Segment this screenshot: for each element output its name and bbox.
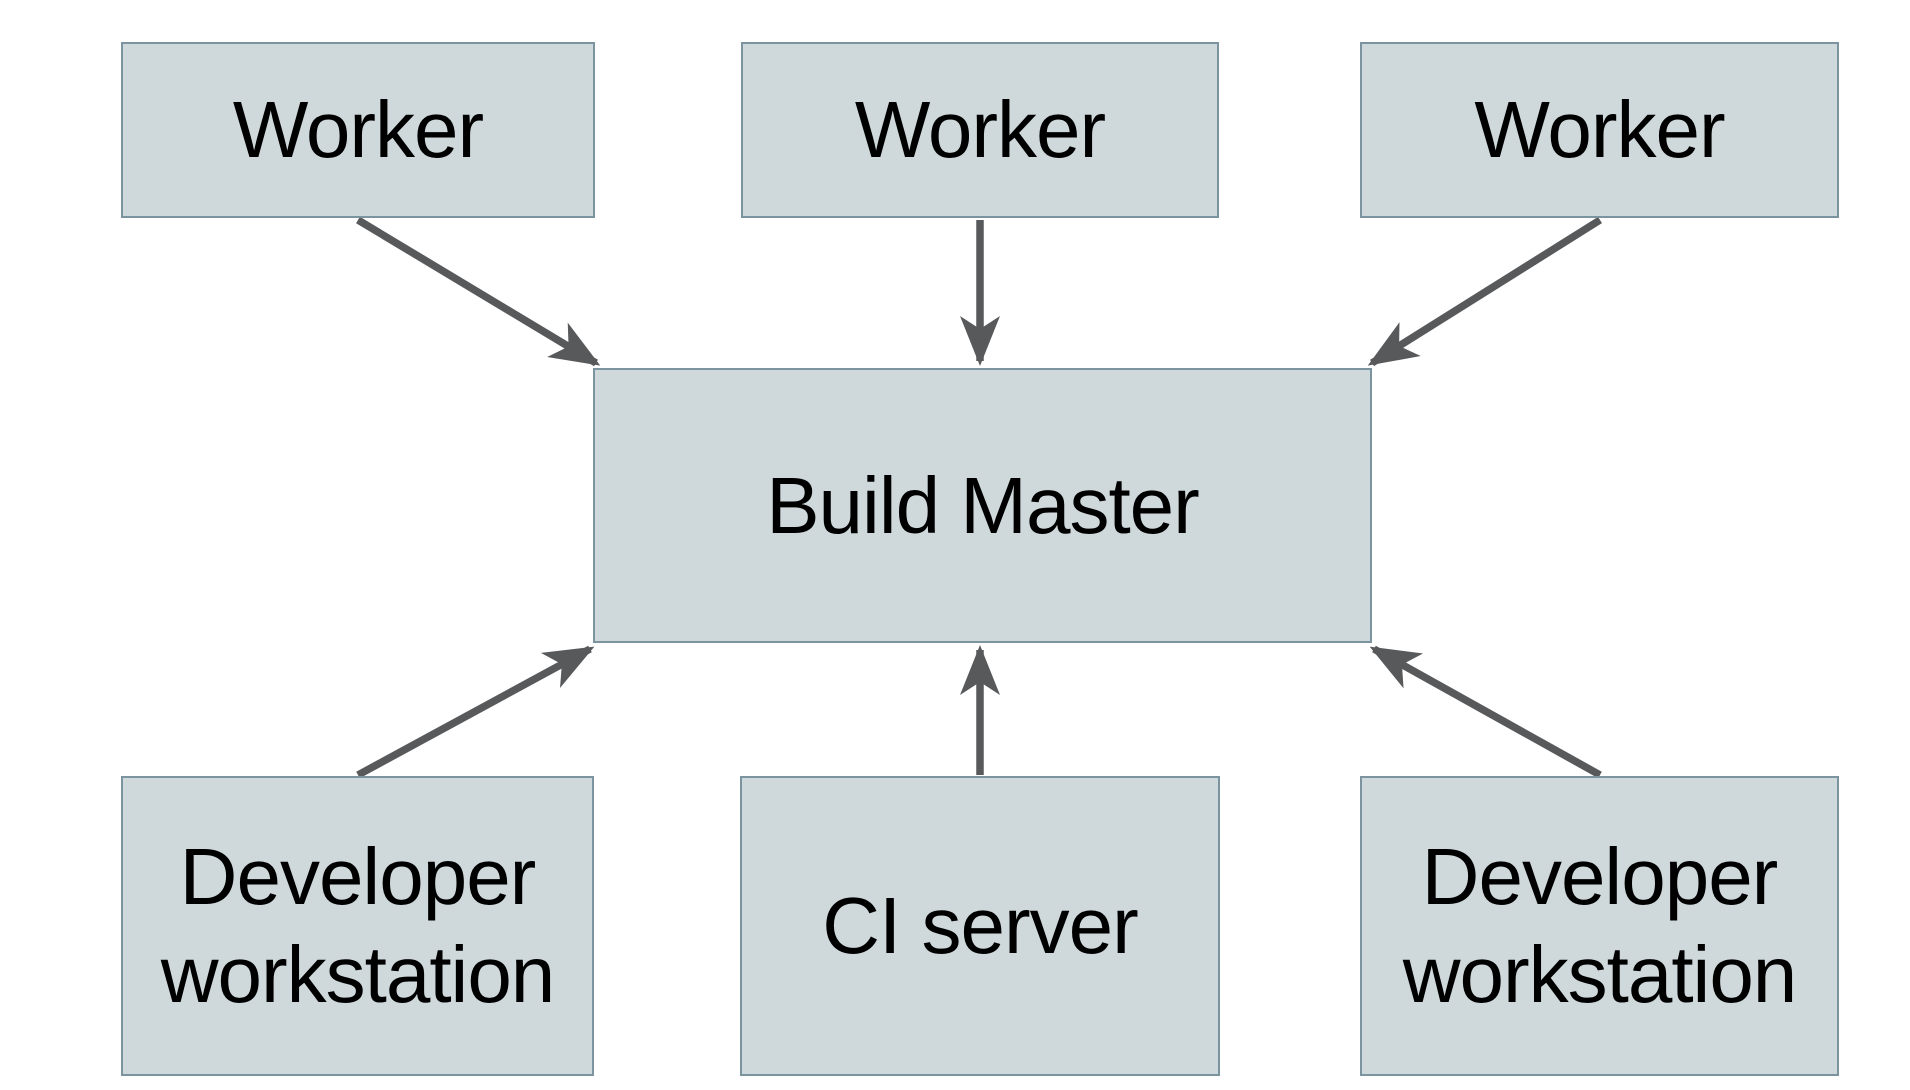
node-developer-workstation-left: Developer workstation [121, 776, 594, 1076]
node-label: Worker [854, 85, 1106, 175]
node-ci-server: CI server [740, 776, 1220, 1076]
node-worker-top-middle: Worker [741, 42, 1219, 218]
node-build-master: Build Master [593, 368, 1372, 643]
node-label: Worker [232, 85, 484, 175]
node-label: Developer workstation [1402, 832, 1798, 1019]
node-label: Worker [1474, 85, 1725, 175]
node-worker-top-right: Worker [1360, 42, 1839, 218]
node-worker-top-left: Worker [121, 42, 595, 218]
arrow-worker-left-to-build-master [356, 216, 601, 367]
node-label: Build Master [766, 460, 1200, 550]
arrow-worker-right-to-build-master [1367, 216, 1602, 367]
node-label: Developer workstation [160, 832, 556, 1019]
arrow-dev-workstation-right-to-build-master [1369, 645, 1602, 779]
arrow-dev-workstation-left-to-build-master [356, 645, 595, 779]
node-label: CI server [822, 881, 1138, 971]
node-developer-workstation-right: Developer workstation [1360, 776, 1839, 1076]
